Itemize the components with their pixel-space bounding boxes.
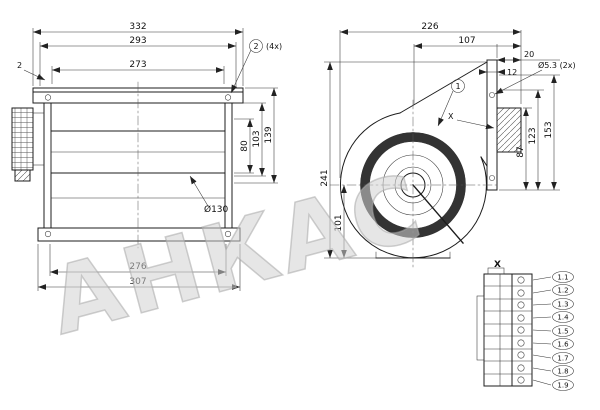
mounting-screw [44, 94, 52, 101]
callout-1-label: 1 [455, 82, 460, 91]
terminal-screw [517, 339, 525, 347]
callout-1-circle [451, 79, 465, 93]
terminal-callout-label: 1.9 [557, 382, 568, 390]
mounting-screw [224, 94, 232, 101]
dim-241-label: 241 [320, 169, 330, 186]
dim-123-label: 123 [528, 127, 538, 144]
terminal-callout-label: 1.3 [557, 301, 568, 309]
dim-20-label: 20 [524, 50, 534, 59]
callout-2-circle [249, 39, 263, 53]
terminal-screw [517, 376, 525, 384]
flange-hole [489, 92, 495, 98]
dim-332-label: 332 [129, 22, 146, 32]
terminal-screw [517, 289, 525, 297]
watermark-text: АНКАС [38, 153, 435, 355]
dim-293-label: 293 [129, 36, 146, 46]
terminal-callouts: 1.1 1.2 1.3 1.4 1.5 1.6 1.7 1.8 1.9 [532, 271, 574, 391]
terminal-box [496, 107, 522, 153]
detail-x-title: X [494, 260, 501, 270]
terminal-callout-label: 1.8 [557, 368, 568, 376]
scroll-housing [340, 112, 487, 259]
terminal-screw [517, 301, 525, 309]
dim-273-label: 273 [129, 60, 146, 70]
callout-2-qty-label: (4x) [266, 42, 282, 51]
front-view-dimensions: 332 293 273 2 2 (4x) 80 103 [17, 22, 282, 291]
dim-103-label: 103 [252, 130, 262, 147]
dim-226-label: 226 [421, 22, 438, 32]
motor-terminal-block [11, 107, 34, 171]
mounting-screw [224, 230, 232, 238]
terminal-screw [517, 276, 525, 284]
callout-2-label: 2 [253, 42, 258, 51]
terminal-callout-label: 1.5 [557, 328, 568, 336]
dim-dia130-label: Ø130 [204, 204, 229, 215]
side-view: 226 107 20 12 Ø5.3 (2x) 1 X 123 [320, 22, 576, 269]
terminal-callout-label: 1.6 [557, 341, 569, 349]
mounting-screw [44, 230, 52, 238]
side-view-dimensions: 226 107 20 12 Ø5.3 (2x) 1 X 123 [320, 22, 576, 259]
dim-307-label: 307 [129, 277, 146, 287]
front-view: 332 293 273 2 2 (4x) 80 103 [11, 22, 282, 291]
dim-101-label: 101 [334, 214, 344, 231]
terminal-callout-label: 1.2 [557, 287, 568, 295]
detail-x-pointer-label: X [448, 112, 454, 121]
terminal-callout-label: 1.7 [557, 355, 568, 363]
dim-276-label: 276 [129, 262, 146, 272]
side-view-geometry [329, 59, 522, 269]
dim-2-label: 2 [17, 61, 22, 70]
terminal-screw [517, 314, 525, 322]
dim-dia53-label: Ø5.3 (2x) [538, 60, 576, 70]
dim-153-label: 153 [544, 121, 554, 138]
terminal-screw [517, 351, 525, 359]
outlet-flange [486, 59, 498, 191]
bottom-plate [37, 227, 241, 242]
dim-107-label: 107 [458, 36, 475, 46]
front-view-geometry [11, 81, 244, 249]
motor-connector [14, 169, 31, 182]
detail-x: X [476, 260, 574, 391]
terminal-callout-label: 1.4 [557, 314, 569, 322]
terminal-screw [517, 326, 525, 334]
motor-strut [412, 184, 464, 244]
dim-80-label: 80 [240, 140, 250, 152]
dim-12-label: 12 [507, 68, 517, 77]
dim-87-label: 87 [516, 146, 526, 157]
terminal-screw [517, 364, 525, 372]
terminal-callout-label: 1.1 [557, 274, 568, 282]
terminal-strip [476, 267, 533, 387]
flange-hole [489, 175, 495, 181]
dim-139-label: 139 [264, 126, 274, 143]
